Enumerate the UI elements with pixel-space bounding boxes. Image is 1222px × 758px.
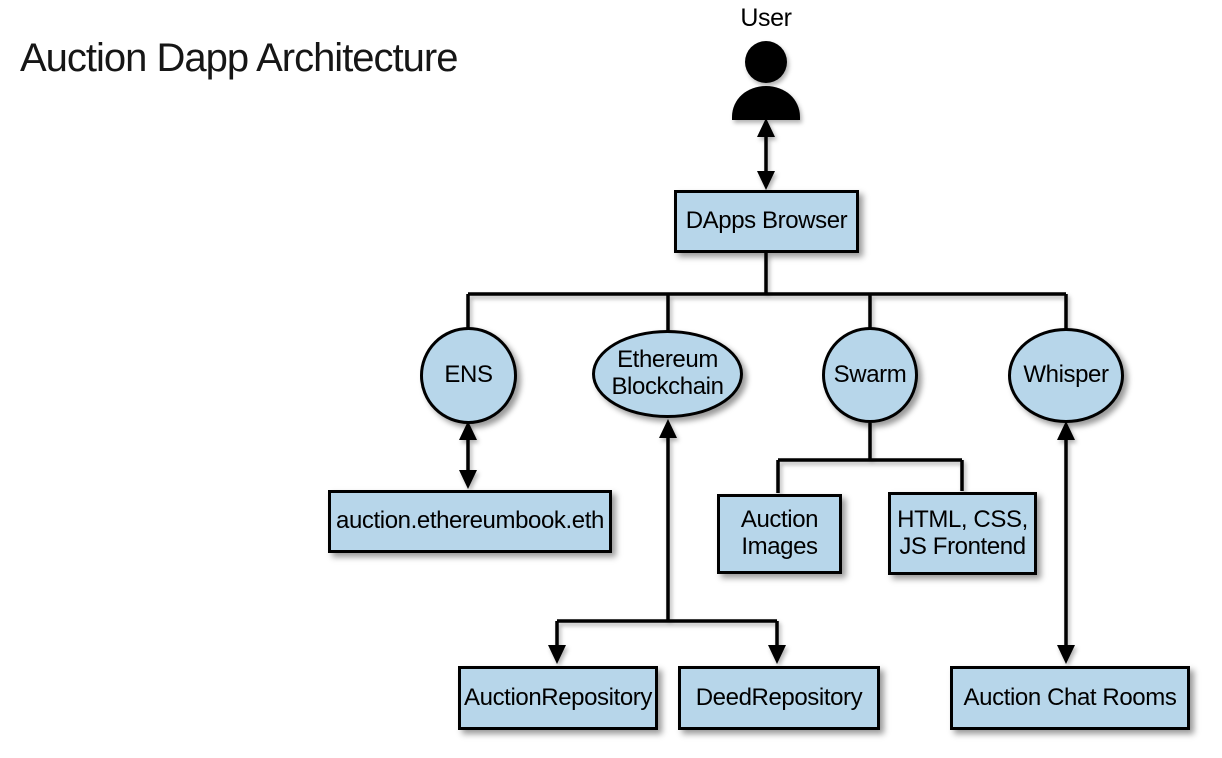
edge-swarm-branch xyxy=(776,423,964,493)
arrowhead-down-auctionrepo xyxy=(548,645,566,664)
node-label: Whisper xyxy=(1023,361,1109,389)
node-ens: ENS xyxy=(420,327,517,424)
node-auction-images: Auction Images xyxy=(717,494,842,574)
node-deed-repository: DeedRepository xyxy=(678,666,880,730)
arrowhead-up-ens xyxy=(459,421,477,440)
node-label: ENS xyxy=(444,361,493,389)
arrowhead-down-deedrepo xyxy=(768,645,786,664)
node-label: DeedRepository xyxy=(695,683,863,711)
node-label: Auction Chat Rooms xyxy=(963,683,1177,711)
node-ethereum-blockchain: Ethereum Blockchain xyxy=(592,330,743,418)
user-label: User xyxy=(740,4,792,32)
arrowhead-down-chat xyxy=(1057,645,1075,664)
arrowhead-up-user xyxy=(757,118,775,137)
node-ens-domain: auction.ethereumbook.eth xyxy=(328,490,612,553)
node-frontend: HTML, CSS, JS Frontend xyxy=(888,492,1037,575)
edge-ethereum-branch xyxy=(555,432,779,650)
node-label: HTML, CSS, JS Frontend xyxy=(897,505,1028,560)
node-label: Ethereum Blockchain xyxy=(611,346,724,400)
node-label: auction.ethereumbook.eth xyxy=(336,507,604,535)
node-auction-chat-rooms: Auction Chat Rooms xyxy=(950,666,1190,730)
arrowhead-up-ethereum xyxy=(659,419,677,438)
node-label: DApps Browser xyxy=(685,207,848,235)
node-auction-repository: AuctionRepository xyxy=(458,666,658,730)
node-label: Auction Images xyxy=(740,506,819,560)
arrowhead-up-whisper xyxy=(1057,421,1075,440)
arrowhead-down-browser xyxy=(757,171,775,190)
node-dapps-browser: DApps Browser xyxy=(674,190,859,253)
node-label: Swarm xyxy=(833,360,907,388)
node-swarm: Swarm xyxy=(822,327,918,423)
node-label: AuctionRepository xyxy=(464,683,652,711)
user-icon xyxy=(732,41,800,120)
arrowhead-down-domain xyxy=(459,470,477,489)
node-whisper: Whisper xyxy=(1008,328,1124,423)
diagram-title: Auction Dapp Architecture xyxy=(20,36,458,80)
